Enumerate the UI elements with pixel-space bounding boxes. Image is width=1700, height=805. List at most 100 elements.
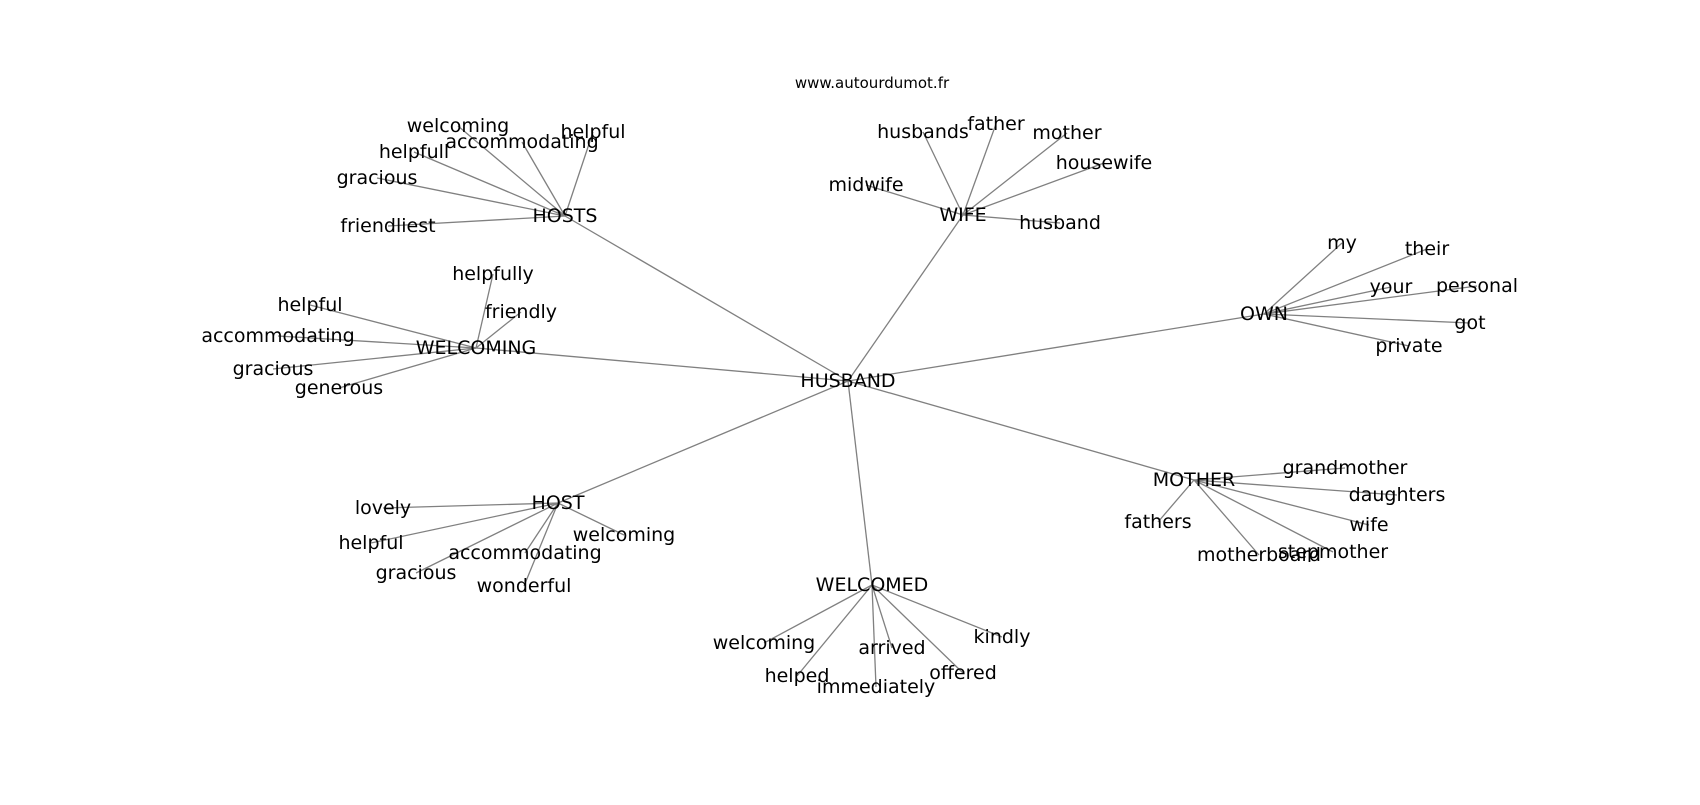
leaf-node-label-my: my xyxy=(1327,232,1357,254)
leaf-node-label-helpfully: helpfully xyxy=(452,263,534,285)
hub-node-label-welcoming: WELCOMING xyxy=(416,337,537,359)
edge-center-wife xyxy=(847,214,964,382)
leaf-node-label-personal: personal xyxy=(1436,275,1518,297)
leaf-node-label-gracious: gracious xyxy=(337,167,418,189)
edge-mother-fathers xyxy=(1157,479,1195,523)
edge-host-lovely xyxy=(382,502,559,509)
leaf-node-label-accommodating: accommodating xyxy=(445,131,598,153)
hub-node-label-hosts: HOSTS xyxy=(533,205,598,227)
edge-host-wonderful xyxy=(523,502,559,587)
hub-node-label-wife: WIFE xyxy=(939,204,986,226)
edge-welcomed-welcoming xyxy=(763,584,873,644)
edge-host-welcoming xyxy=(557,502,625,536)
leaf-node-label-wife: wife xyxy=(1349,514,1388,536)
leaf-node-label-welcoming: welcoming xyxy=(407,115,509,137)
hub-node-label-welcomed: WELCOMED xyxy=(816,574,929,596)
edge-hosts-accommodating xyxy=(521,141,566,217)
edge-wife-father xyxy=(962,123,997,216)
edge-mother-grandmother xyxy=(1193,467,1346,481)
leaf-node-label-accommodating: accommodating xyxy=(201,325,354,347)
leaf-node-label-housewife: housewife xyxy=(1056,152,1153,174)
leaf-node-label-helpful: helpful xyxy=(560,121,625,143)
watermark: www.autourdumot.fr xyxy=(795,74,950,92)
edge-welcoming-helpful xyxy=(309,304,477,349)
edge-welcomed-offered xyxy=(871,584,964,674)
leaf-node-label-immediately: immediately xyxy=(817,676,936,698)
hub-node-label-mother: MOTHER xyxy=(1153,469,1235,491)
leaf-node-label-friendly: friendly xyxy=(485,301,557,323)
edge-mother-stepmother xyxy=(1193,479,1334,553)
leaf-node-label-helped: helped xyxy=(765,665,830,687)
leaf-node-label-grandmother: grandmother xyxy=(1283,457,1408,479)
edge-welcomed-helped xyxy=(796,584,873,677)
leaf-node-label-lovely: lovely xyxy=(355,497,411,519)
leaf-node-label-motherboard: motherboard xyxy=(1197,544,1321,566)
edge-center-welcomed xyxy=(847,380,873,586)
edges-layer xyxy=(272,123,1478,688)
edge-wife-housewife xyxy=(962,162,1105,216)
edge-welcoming-helpfully xyxy=(475,273,494,349)
edge-hosts-helpful xyxy=(564,131,594,217)
edge-hosts-gracious xyxy=(376,177,566,217)
leaf-node-label-generous: generous xyxy=(295,377,383,399)
leaf-node-label-your: your xyxy=(1370,276,1413,298)
leaf-node-label-welcoming: welcoming xyxy=(713,632,815,654)
edge-welcomed-kindly xyxy=(871,584,1003,638)
edge-own-private xyxy=(1263,313,1410,347)
leaf-node-label-midwife: midwife xyxy=(828,174,903,196)
edge-welcoming-accommodating xyxy=(277,335,477,349)
edge-own-my xyxy=(1263,242,1343,315)
edge-wife-midwife xyxy=(865,184,964,216)
edge-hosts-friendliest xyxy=(387,215,566,227)
leaf-node-label-gracious: gracious xyxy=(233,358,314,380)
leaf-node-label-father: father xyxy=(967,113,1025,135)
edge-mother-wife xyxy=(1193,479,1370,526)
edge-center-host xyxy=(557,380,849,504)
leaf-node-label-helpful: helpful xyxy=(277,294,342,316)
leaf-node-label-daughters: daughters xyxy=(1349,484,1446,506)
leaf-node-label-helpful: helpful xyxy=(338,532,403,554)
leaf-node-label-their: their xyxy=(1405,238,1449,260)
edge-welcoming-friendly xyxy=(475,311,522,349)
leaf-node-label-stepmother: stepmother xyxy=(1278,541,1388,563)
edge-center-own xyxy=(847,313,1265,382)
edge-wife-husband xyxy=(962,214,1061,224)
leaf-node-label-friendliest: friendliest xyxy=(340,215,435,237)
edge-mother-daughters xyxy=(1193,479,1398,496)
edge-center-mother xyxy=(847,380,1195,481)
edge-hosts-welcoming xyxy=(457,125,566,217)
edge-hosts-helpfull xyxy=(413,151,566,217)
leaf-node-label-accommodating: accommodating xyxy=(448,542,601,564)
leaf-node-label-mother: mother xyxy=(1032,122,1101,144)
leaf-node-label-welcoming: welcoming xyxy=(573,524,675,546)
hub-node-label-own: OWN xyxy=(1240,303,1288,325)
edge-own-their xyxy=(1263,248,1428,315)
edge-host-helpful xyxy=(370,502,559,544)
edge-own-got xyxy=(1263,313,1471,324)
leaf-node-label-husband: husband xyxy=(1019,212,1101,234)
edge-welcoming-gracious xyxy=(272,347,477,370)
edge-own-your xyxy=(1263,286,1392,315)
leaf-node-label-fathers: fathers xyxy=(1124,511,1191,533)
leaf-node-label-husbands: husbands xyxy=(877,121,969,143)
leaf-node-label-wonderful: wonderful xyxy=(477,575,572,597)
leaf-node-label-helpfull: helpfull xyxy=(379,141,449,163)
hub-node-label-host: HOST xyxy=(532,492,585,514)
edge-center-welcoming xyxy=(475,347,849,382)
leaf-node-label-private: private xyxy=(1375,335,1442,357)
edge-welcomed-arrived xyxy=(871,584,893,649)
leaf-node-label-gracious: gracious xyxy=(376,562,457,584)
edge-welcoming-generous xyxy=(338,347,477,389)
leaf-node-label-kindly: kindly xyxy=(974,626,1031,648)
edge-welcomed-immediately xyxy=(871,584,877,688)
edge-mother-motherboard xyxy=(1193,479,1260,556)
edge-host-gracious xyxy=(415,502,559,574)
edge-center-hosts xyxy=(564,215,849,382)
leaf-node-label-got: got xyxy=(1454,312,1485,334)
center-node-label: HUSBAND xyxy=(800,370,895,392)
leaf-node-label-offered: offered xyxy=(929,662,997,684)
edge-wife-mother xyxy=(962,132,1068,216)
